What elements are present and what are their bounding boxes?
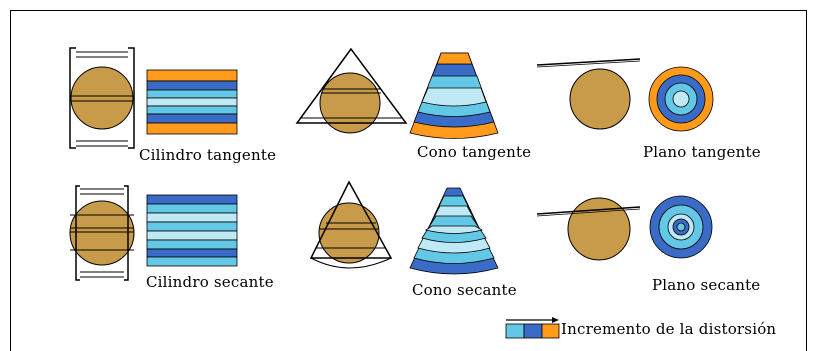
cone-secant-globe-icon <box>309 180 393 269</box>
cone-tangent-globe-icon <box>295 47 408 134</box>
plane-tangent-map-icon <box>648 66 714 132</box>
plane-secant-globe-icon <box>536 197 641 261</box>
cone-secant-map-icon <box>409 187 499 275</box>
label-plane-secant: Plano secante <box>652 276 761 294</box>
label-cone-tangent: Cono tangente <box>417 143 532 161</box>
label-cone-secant: Cono secante <box>412 281 517 299</box>
cylinder-tangent-map-icon <box>146 69 238 135</box>
label-cylinder-secant: Cilindro secante <box>146 273 274 291</box>
cylinder-tangent-globe-icon <box>69 47 135 149</box>
label-cylinder-tangent: Cilindro tangente <box>139 146 277 164</box>
plane-secant-map-icon <box>649 195 713 259</box>
cylinder-secant-map-icon <box>146 194 238 267</box>
diagram-frame <box>10 10 807 351</box>
cone-tangent-map-icon <box>409 52 499 139</box>
cylinder-secant-globe-icon <box>69 185 135 281</box>
label-plane-tangent: Plano tangente <box>643 143 761 161</box>
plane-tangent-globe-icon <box>536 58 641 130</box>
distortion-legend-icon <box>505 317 560 339</box>
legend-label: Incremento de la distorsión <box>561 320 777 338</box>
